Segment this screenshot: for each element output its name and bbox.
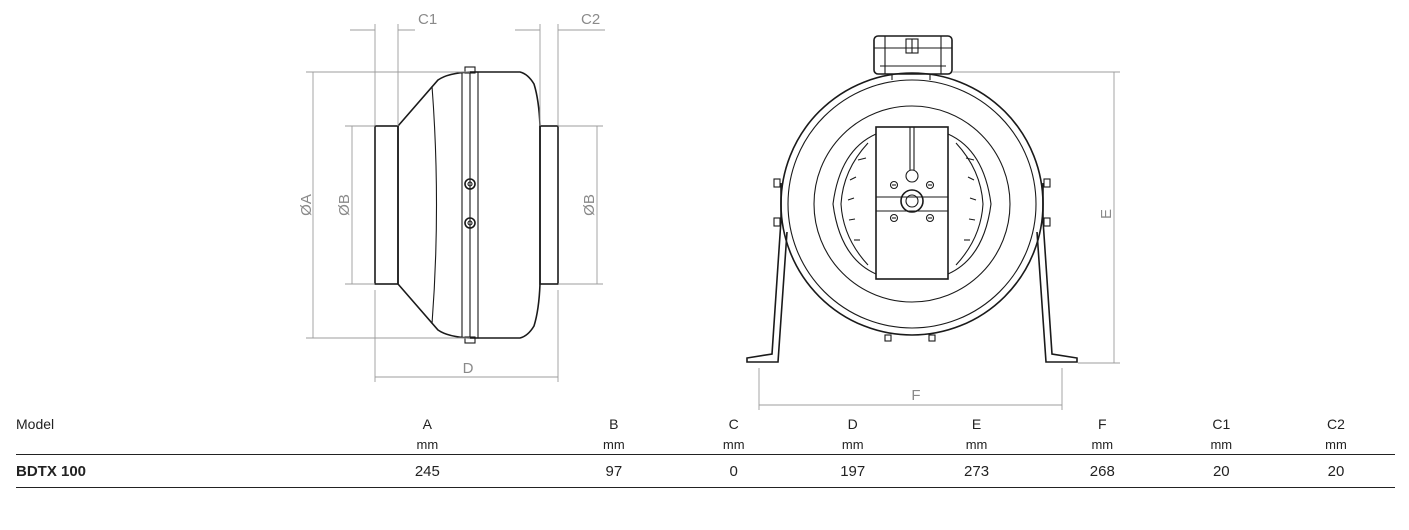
unit-c2: mm — [1276, 434, 1395, 455]
column-header-f: F — [1098, 415, 1107, 432]
unit-e: mm — [914, 434, 1039, 455]
value-c2: 20 — [1276, 454, 1395, 488]
dim-label-c1: C1 — [418, 11, 437, 28]
model-header: Model — [16, 415, 55, 432]
dim-label-b-right: ØB — [581, 194, 598, 216]
housing-outer-circle — [780, 72, 1044, 336]
value-c: 0 — [676, 454, 792, 488]
unit-b: mm — [551, 434, 677, 455]
column-header-d: D — [847, 415, 858, 432]
dim-label-e: E — [1098, 209, 1115, 219]
hub-screw-2 — [925, 180, 935, 190]
value-f: 268 — [1038, 454, 1166, 488]
impeller — [832, 126, 992, 280]
table-header-row: Model A B C D E F C1 C2 — [16, 413, 1395, 434]
dim-label-c2: C2 — [581, 11, 600, 28]
hub-screw-1 — [889, 180, 899, 190]
value-a: 245 — [303, 454, 552, 488]
dim-label-d: D — [463, 360, 474, 377]
column-header-a: A — [422, 415, 432, 432]
dim-label-b-left: ØB — [336, 194, 353, 216]
value-b: 97 — [551, 454, 677, 488]
column-header-e: E — [971, 415, 982, 432]
dim-label-f: F — [911, 387, 920, 404]
value-e: 273 — [914, 454, 1039, 488]
fan-housing-side — [397, 71, 541, 339]
terminal-box — [873, 35, 953, 80]
side-dimensions — [306, 24, 605, 382]
outlet-spigot — [539, 125, 559, 285]
column-header-c: C — [728, 415, 739, 432]
band-screw-bottom — [464, 217, 476, 229]
unit-c1: mm — [1165, 434, 1277, 455]
column-header-b: B — [609, 415, 619, 432]
housing-inner-circle — [787, 79, 1037, 329]
technical-drawing: C1 C2 ØA ØB ØB D — [298, 11, 1120, 410]
hub-screw-4 — [925, 213, 935, 223]
mounting-bracket — [746, 183, 1078, 363]
housing-contour — [431, 85, 438, 325]
dim-label-a: ØA — [298, 194, 315, 216]
inlet-spigot — [374, 125, 399, 285]
value-d: 197 — [791, 454, 915, 488]
band-screw-top — [464, 178, 476, 190]
side-view: C1 C2 ØA ØB ØB D — [298, 11, 605, 382]
front-dimensions — [758, 71, 1120, 410]
value-c1: 20 — [1165, 454, 1277, 488]
front-view: E F — [746, 35, 1120, 410]
unit-c: mm — [676, 434, 792, 455]
impeller-hub — [900, 189, 924, 213]
unit-d: mm — [791, 434, 915, 455]
table-row: BDTX 100 245 97 0 197 273 268 20 20 — [16, 454, 1395, 488]
hub-screw-3 — [889, 213, 899, 223]
column-header-c1: C1 — [1212, 415, 1231, 432]
specification-table: Model A B C D E F C1 C2 mm mm mm mm mm m… — [16, 413, 1395, 488]
unit-f: mm — [1038, 434, 1166, 455]
column-header-c2: C2 — [1327, 415, 1345, 432]
model-name: BDTX 100 — [16, 454, 304, 488]
unit-a: mm — [303, 434, 552, 455]
table-units-row: mm mm mm mm mm mm mm mm — [16, 434, 1395, 455]
inlet-ring — [813, 105, 1011, 303]
